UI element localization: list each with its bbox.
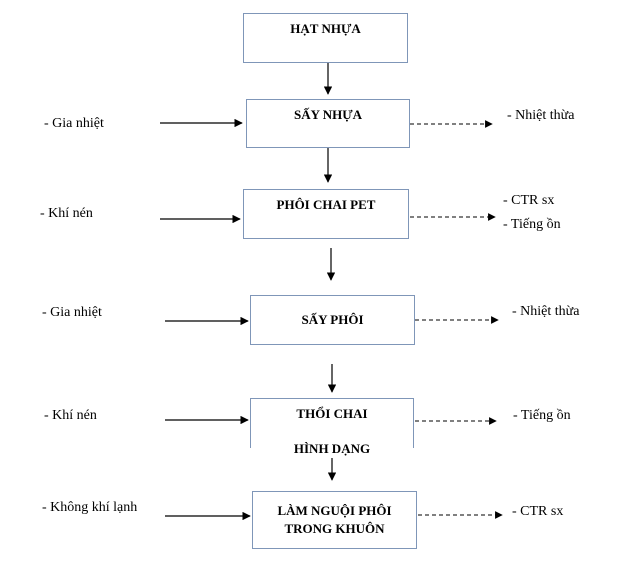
step-box-5: THỔI CHAI HÌNH DẠNG xyxy=(250,398,414,458)
step-box-6: LÀM NGUỘI PHÔI TRONG KHUÔN xyxy=(252,491,417,549)
step-label: SẤY NHỰA xyxy=(293,107,362,122)
output-label-5: - CTR sx xyxy=(512,504,564,519)
input-label-5: - Không khí lạnh xyxy=(42,500,138,515)
input-label-2: - Khí nén xyxy=(40,206,93,221)
step-box-4: SẤY PHÔI xyxy=(250,295,415,345)
output-label-3: - Nhiệt thừa xyxy=(512,304,580,319)
output-label-2a: - CTR sx xyxy=(503,193,555,208)
step-label-line2: TRONG KHUÔN xyxy=(284,521,385,536)
step-label: SẤY PHÔI xyxy=(301,312,364,328)
step-label: PHÔI CHAI PET xyxy=(276,197,376,212)
step-box-1: HẠT NHỰA xyxy=(243,13,408,63)
input-label-3: - Gia nhiệt xyxy=(42,305,102,320)
input-label-4: - Khí nén xyxy=(44,408,97,423)
step-label: HẠT NHỰA xyxy=(290,21,361,36)
step-label-line2: HÌNH DẠNG xyxy=(251,440,413,458)
step-box-3: PHÔI CHAI PET xyxy=(243,189,409,239)
output-label-2b: - Tiếng ồn xyxy=(503,217,561,232)
step-label: LÀM NGUỘI PHÔI xyxy=(277,503,392,519)
input-label-1: - Gia nhiệt xyxy=(44,116,104,131)
output-label-1: - Nhiệt thừa xyxy=(507,108,575,123)
output-label-4: - Tiếng ồn xyxy=(513,408,571,423)
step-box-2: SẤY NHỰA xyxy=(246,99,410,148)
step-label: THỔI CHAI xyxy=(296,406,368,421)
